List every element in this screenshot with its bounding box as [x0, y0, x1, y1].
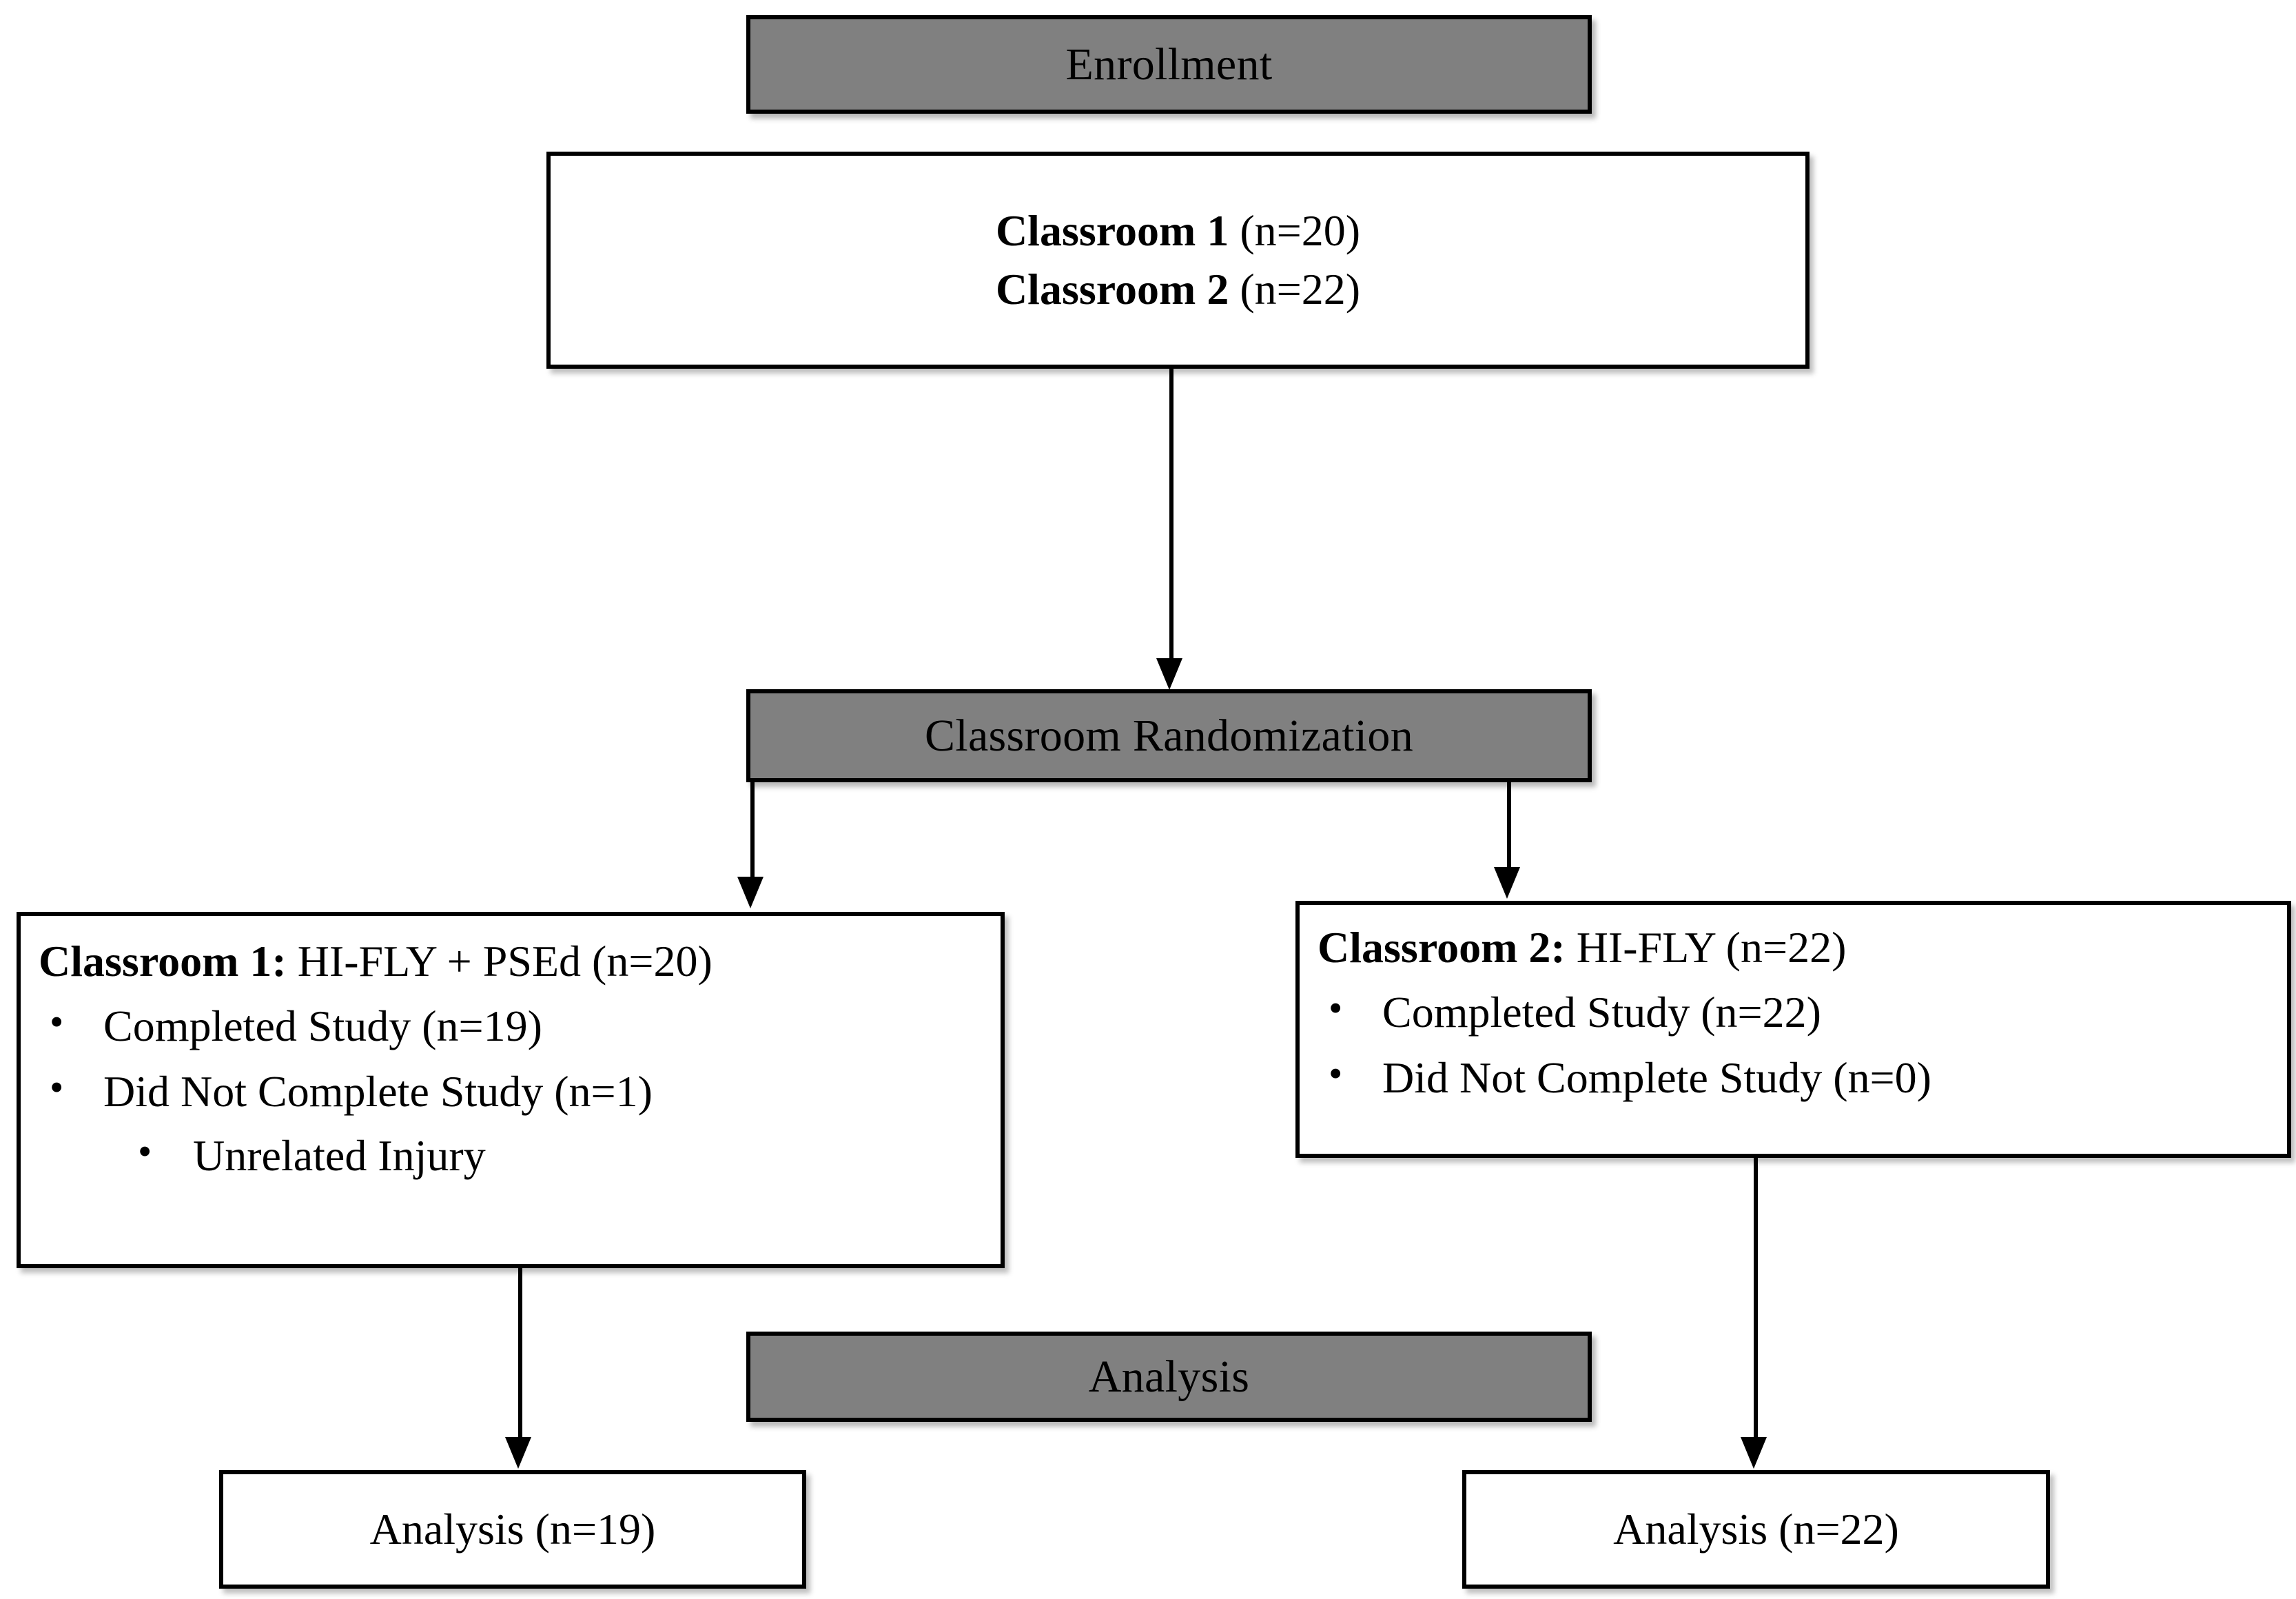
stage-banner-analysis: Analysis — [746, 1332, 1592, 1422]
enrollment-line-2-count: (n=22) — [1229, 264, 1361, 314]
analysis-box-left-label: Analysis (n=19) — [369, 1504, 656, 1554]
enrollment-line-1-bold: Classroom 1 — [995, 206, 1229, 256]
arm-box-classroom-1: Classroom 1: HI-FLY + PSEd (n=20) Comple… — [17, 912, 1005, 1268]
arm-left-heading-bold: Classroom 1: — [39, 937, 287, 986]
stage-banner-enrollment-label: Enrollment — [1065, 39, 1273, 90]
connector-arm-right-to-analysis-right — [1754, 1158, 1758, 1444]
stage-banner-enrollment: Enrollment — [746, 15, 1592, 114]
stage-banner-analysis-label: Analysis — [1088, 1351, 1250, 1402]
connector-enrollment-to-randomization — [1169, 369, 1173, 661]
arm-right-heading: Classroom 2: HI-FLY (n=22) — [1300, 920, 2287, 975]
connector-randomization-to-arm-left — [750, 782, 755, 880]
analysis-box-right: Analysis (n=22) — [1462, 1470, 2050, 1589]
arrowhead-enrollment-to-randomization — [1156, 658, 1182, 690]
enrollment-line-classroom-2: Classroom 2 (n=22) — [551, 261, 1805, 318]
arm-left-heading: Classroom 1: HI-FLY + PSEd (n=20) — [21, 934, 1001, 989]
enrollment-line-classroom-1: Classroom 1 (n=20) — [551, 202, 1805, 260]
stage-banner-randomization: Classroom Randomization — [746, 689, 1592, 782]
analysis-box-right-label: Analysis (n=22) — [1613, 1504, 1899, 1554]
arm-left-heading-rest: HI-FLY + PSEd (n=20) — [286, 937, 713, 986]
arrowhead-randomization-to-arm-left — [737, 877, 763, 908]
arm-right-heading-bold: Classroom 2: — [1318, 923, 1566, 972]
list-item: Completed Study (n=22) — [1300, 982, 2287, 1041]
enrollment-line-2-bold: Classroom 2 — [995, 264, 1229, 314]
stage-banner-randomization-label: Classroom Randomization — [925, 710, 1413, 761]
enrollment-box-lines: Classroom 1 (n=20) Classroom 2 (n=22) — [551, 202, 1805, 318]
arrowhead-randomization-to-arm-right — [1494, 867, 1520, 899]
list-item: Did Not Complete Study (n=0) — [1300, 1048, 2287, 1106]
enrollment-line-1-count: (n=20) — [1229, 206, 1361, 256]
arm-right-bullet-list: Completed Study (n=22) Did Not Complete … — [1300, 975, 2287, 1106]
connector-randomization-to-arm-right — [1507, 782, 1511, 870]
enrollment-box: Classroom 1 (n=20) Classroom 2 (n=22) — [546, 152, 1810, 369]
arrowhead-arm-right-to-analysis-right — [1741, 1437, 1767, 1469]
arm-left-bullet-list: Completed Study (n=19) Did Not Complete … — [21, 989, 1001, 1185]
arrowhead-arm-left-to-analysis-left — [505, 1437, 531, 1469]
connector-arm-left-to-analysis-left — [518, 1268, 522, 1444]
arm-right-heading-rest: HI-FLY (n=22) — [1565, 923, 1847, 972]
list-item-sub: Unrelated Injury — [21, 1126, 1001, 1184]
list-item: Completed Study (n=19) — [21, 996, 1001, 1055]
arm-box-classroom-2: Classroom 2: HI-FLY (n=22) Completed Stu… — [1295, 901, 2291, 1158]
analysis-box-left: Analysis (n=19) — [219, 1470, 806, 1589]
list-item: Did Not Complete Study (n=1) — [21, 1061, 1001, 1120]
